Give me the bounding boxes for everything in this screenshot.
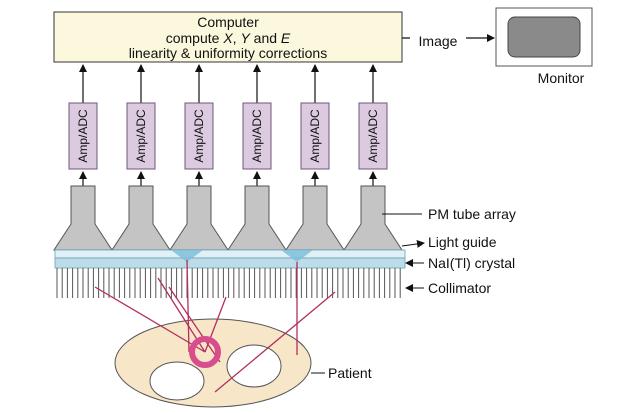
monitor-screen bbox=[507, 16, 581, 58]
pm-tube bbox=[169, 185, 229, 251]
amp-adc-box bbox=[300, 102, 330, 170]
compute-e: E bbox=[281, 30, 291, 46]
computer-box: Computer compute X, Y and E linearity & … bbox=[53, 11, 403, 63]
light-cones bbox=[171, 250, 313, 262]
computer-corrections-line: linearity & uniformity corrections bbox=[129, 45, 327, 61]
monitor: Monitor bbox=[495, 7, 593, 86]
pm-tube bbox=[343, 185, 403, 251]
collimator-label: Collimator bbox=[428, 280, 491, 296]
ray-left bbox=[94, 286, 206, 353]
light-cone bbox=[281, 250, 313, 262]
collimator bbox=[56, 268, 401, 298]
amp-adc-label: Amp/ADC bbox=[76, 109, 90, 163]
amp-adc-box bbox=[126, 102, 156, 170]
amp-adc-label: Amp/ADC bbox=[308, 109, 322, 163]
amp-adc-box bbox=[242, 102, 272, 170]
amp-adc-label: Amp/ADC bbox=[134, 109, 148, 163]
organ-hot-spot bbox=[189, 336, 221, 368]
amp-adc-label: Amp/ADC bbox=[192, 109, 206, 163]
compute-x: X bbox=[222, 30, 233, 46]
pm-tube-label: PM tube array bbox=[428, 206, 516, 222]
ray-middle bbox=[168, 286, 221, 363]
amp-adc-label: Amp/ADC bbox=[250, 109, 264, 163]
crystal-label: NaI(Tl) crystal bbox=[428, 255, 515, 271]
compute-and: and bbox=[250, 30, 281, 46]
pm-tube bbox=[227, 185, 287, 251]
patient-right-region bbox=[226, 344, 282, 388]
pm-tube bbox=[111, 185, 171, 251]
compute-y: Y bbox=[240, 30, 251, 46]
image-label-bg bbox=[410, 33, 466, 49]
light-guide-label: Light guide bbox=[428, 234, 497, 250]
patient-label: Patient bbox=[328, 365, 372, 381]
light-guide bbox=[54, 249, 406, 259]
amp-adc-box bbox=[68, 102, 98, 170]
light-guide-leader bbox=[401, 239, 425, 248]
ray-right-diagonal bbox=[214, 291, 336, 393]
computer-box-frame bbox=[53, 11, 403, 63]
amp-adc-box bbox=[184, 102, 214, 170]
computer-compute-line: compute X, Y and E bbox=[166, 30, 291, 46]
pm-tube bbox=[285, 185, 345, 251]
monitor-label: Monitor bbox=[538, 70, 585, 86]
channel-array: Amp/ADC Amp/ADC Amp/ADC Amp/ADC Amp/ADC Amp/A… bbox=[53, 64, 403, 251]
compute-sep: , bbox=[233, 30, 241, 46]
light-cone bbox=[171, 250, 203, 262]
ray-vertical bbox=[186, 259, 190, 353]
computer-title: Computer bbox=[197, 14, 259, 30]
pm-tube bbox=[53, 185, 113, 251]
amp-adc-box bbox=[358, 102, 388, 170]
leader-lines bbox=[311, 213, 425, 374]
image-label: Image bbox=[419, 33, 458, 49]
amp-adc-label: Amp/ADC bbox=[366, 109, 380, 163]
compute-prefix: compute bbox=[166, 30, 224, 46]
ray-upper-right bbox=[204, 296, 227, 353]
nai-crystal bbox=[54, 257, 406, 269]
patient-left-region bbox=[149, 361, 205, 401]
